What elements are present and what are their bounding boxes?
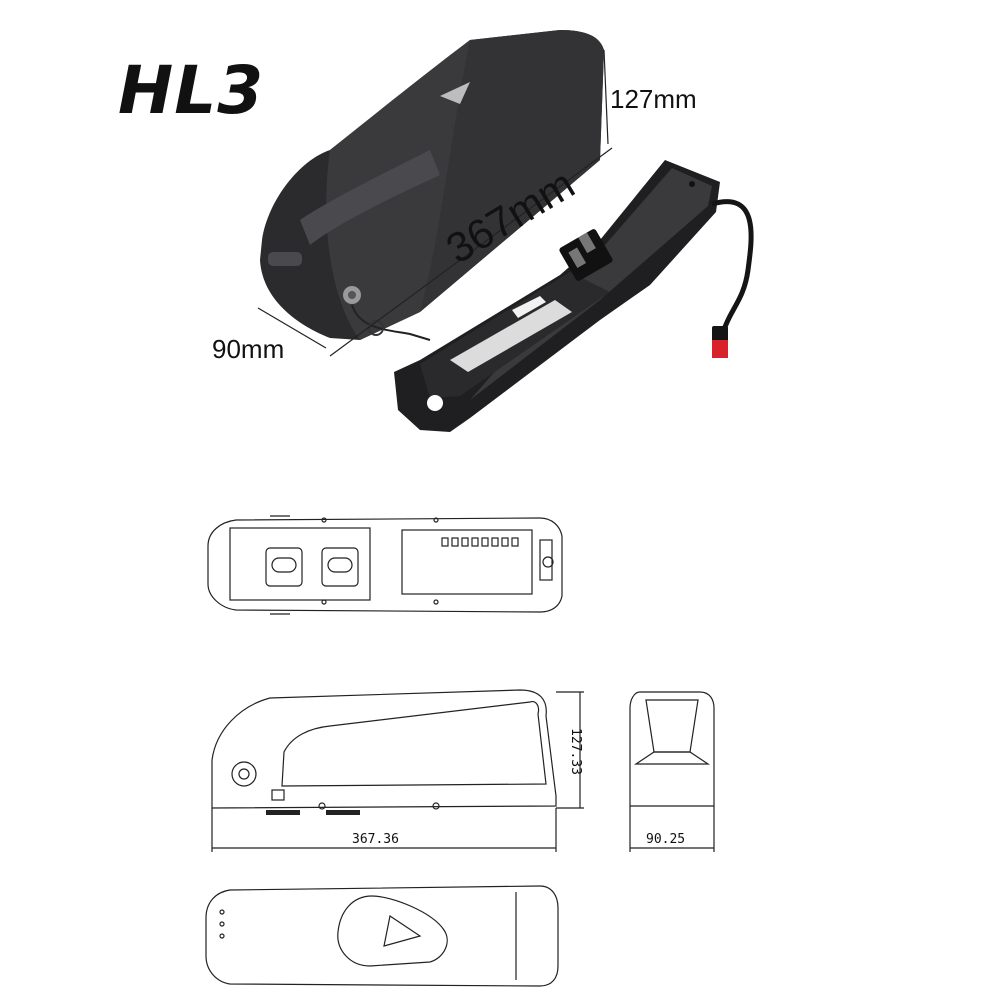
bottom-view-drawing	[207, 515, 563, 615]
dimension-lines	[257, 49, 613, 357]
top-view-drawing	[205, 885, 559, 987]
width-label: 90mm	[212, 334, 285, 364]
red-connector-icon	[712, 340, 728, 358]
foot-pad	[266, 810, 300, 815]
end-view-drawing	[629, 691, 715, 852]
side-view-drawing	[211, 689, 584, 852]
power-indicator-icon	[268, 252, 302, 266]
mounting-rail	[394, 160, 720, 432]
power-cable	[711, 199, 754, 358]
drawing-length-label: 367.36	[352, 832, 399, 847]
drawing-width-label: 90.25	[646, 832, 685, 847]
model-title: HL3	[118, 52, 265, 129]
foot-pad	[326, 810, 360, 815]
height-label: 127mm	[610, 84, 697, 114]
contact-row	[441, 537, 519, 547]
logo-icon	[440, 82, 470, 104]
battery-body	[260, 30, 604, 341]
drawing-height-label: 127.33	[568, 728, 583, 775]
